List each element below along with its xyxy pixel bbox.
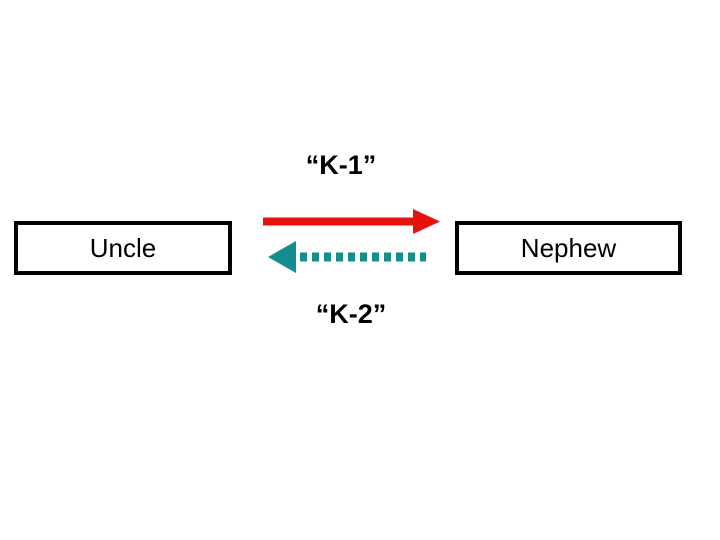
edge-label-k2: “K-2” xyxy=(315,299,387,329)
edge-k2-arrowhead xyxy=(268,241,296,273)
node-uncle-label: Uncle xyxy=(89,233,157,263)
edge-label-k1: “K-1” xyxy=(305,150,377,180)
node-uncle[interactable]: Uncle xyxy=(14,221,232,275)
edge-k1-arrowhead xyxy=(413,209,440,234)
node-nephew-label: Nephew xyxy=(520,233,617,263)
edge-k2-arrow[interactable] xyxy=(268,241,426,273)
edge-k1-arrow[interactable] xyxy=(263,209,440,234)
node-nephew[interactable]: Nephew xyxy=(455,221,682,275)
